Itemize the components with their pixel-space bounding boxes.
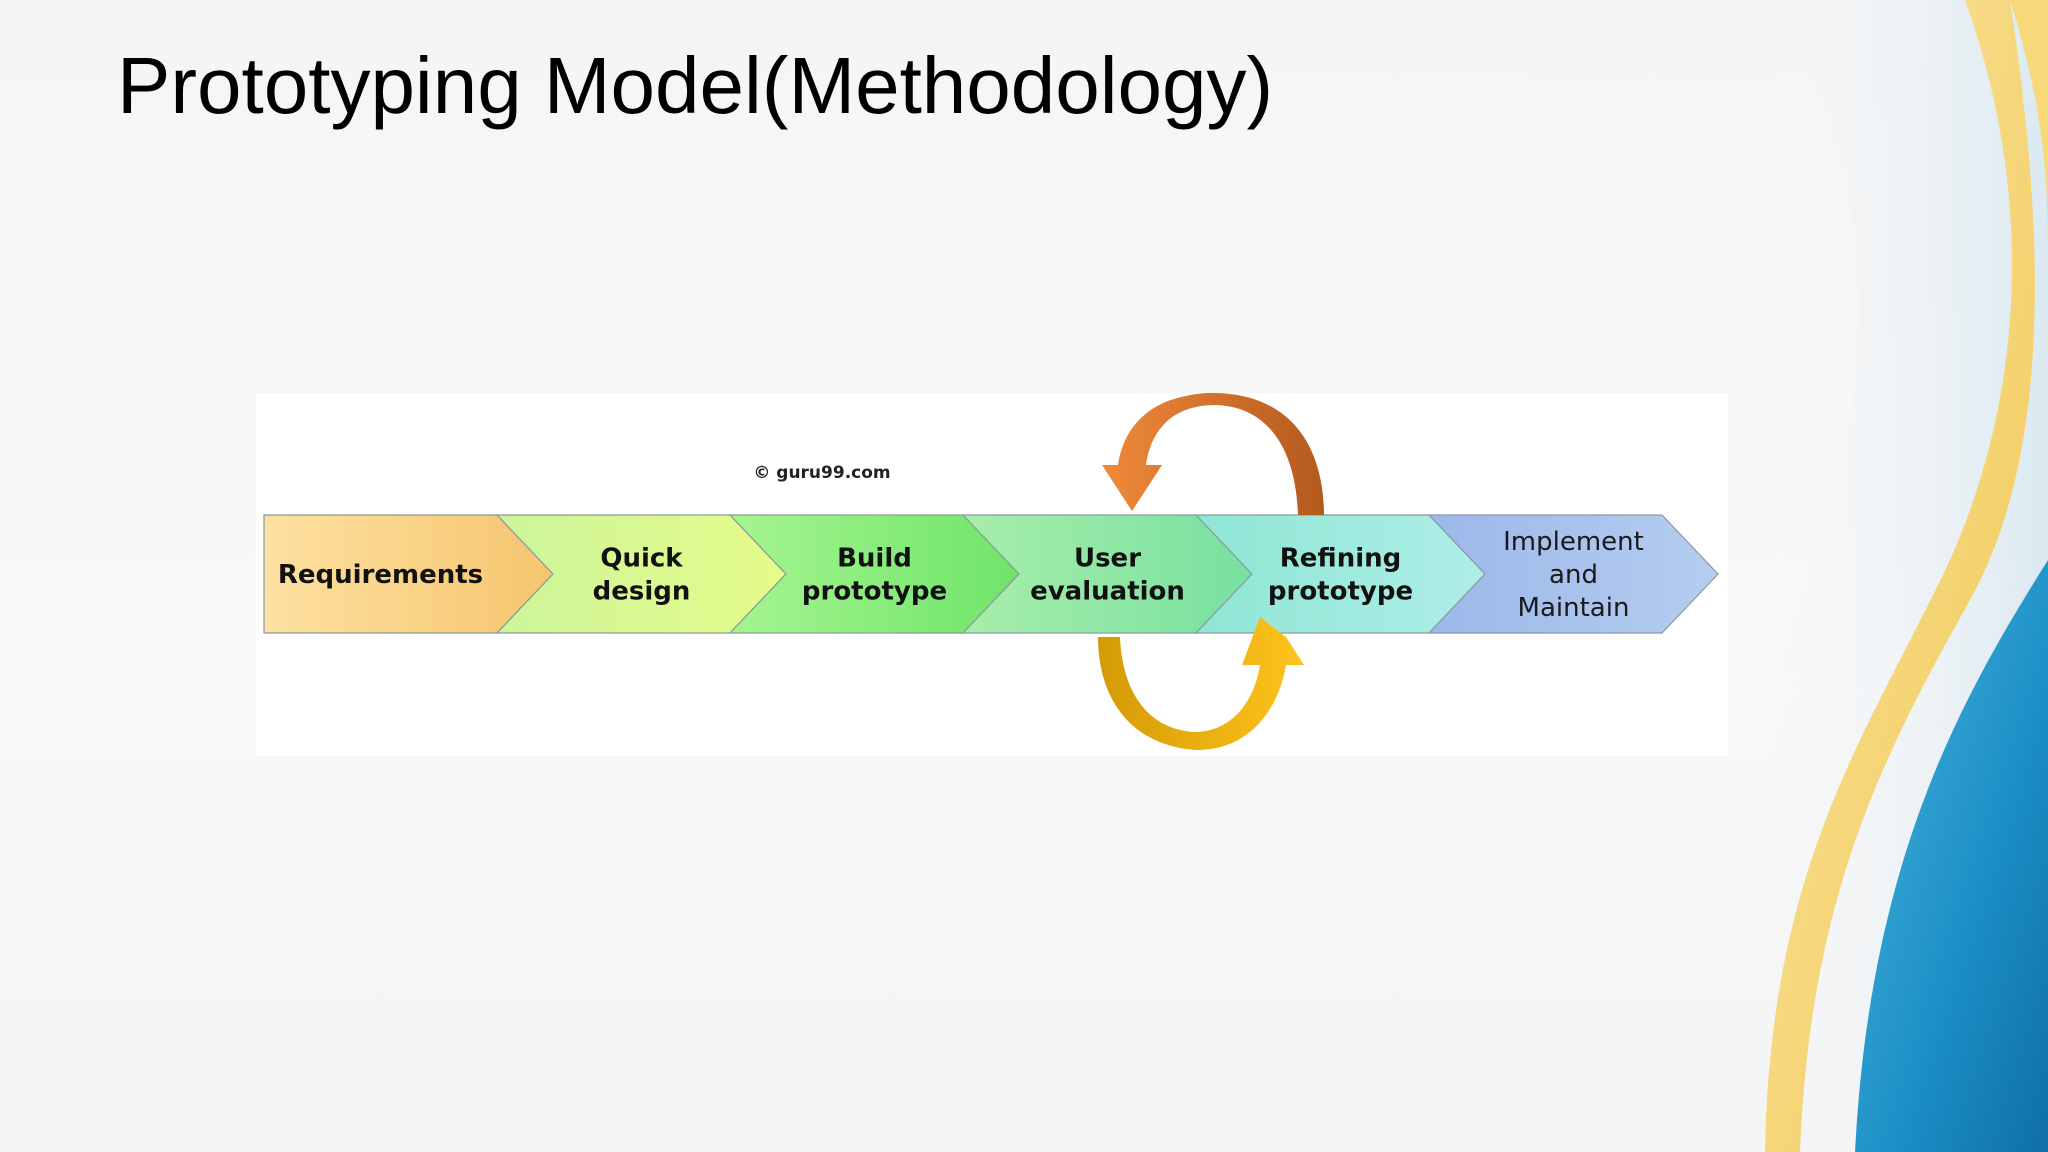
step-label: prototype [802,577,947,607]
bottom-loop-body [1098,617,1304,751]
step-label: Quick [600,544,683,574]
step-label: design [593,577,691,607]
yellow-wave [1765,0,2035,1152]
step-label: and [1549,560,1598,590]
step-label: Requirements [278,560,483,590]
slide-title: Prototyping Model(Methodology) [117,41,1274,130]
step-chevron [1427,514,1719,634]
step-label: Build [837,544,912,574]
step-label: User [1074,544,1141,574]
step-label: Implement [1503,527,1644,557]
process-step-1: Requirements [263,514,554,634]
bottom-loop-arrow [1098,617,1304,751]
blue-wave [1855,560,2048,1152]
watermark-text: © guru99.com [753,463,890,483]
step-label: Refining [1280,544,1401,574]
process-steps: RequirementsQuickdesignBuildprototypeUse… [263,514,1719,634]
step-label: evaluation [1030,577,1185,607]
diagram-canvas: © guru99.com RequirementsQuickdesignBuil… [263,393,1719,751]
top-loop-body [1102,393,1322,515]
step-label: Maintain [1518,593,1630,623]
top-loop-arrow [1102,393,1324,515]
yellow-wave-outer [2010,0,2048,260]
step-label: prototype [1268,577,1413,607]
